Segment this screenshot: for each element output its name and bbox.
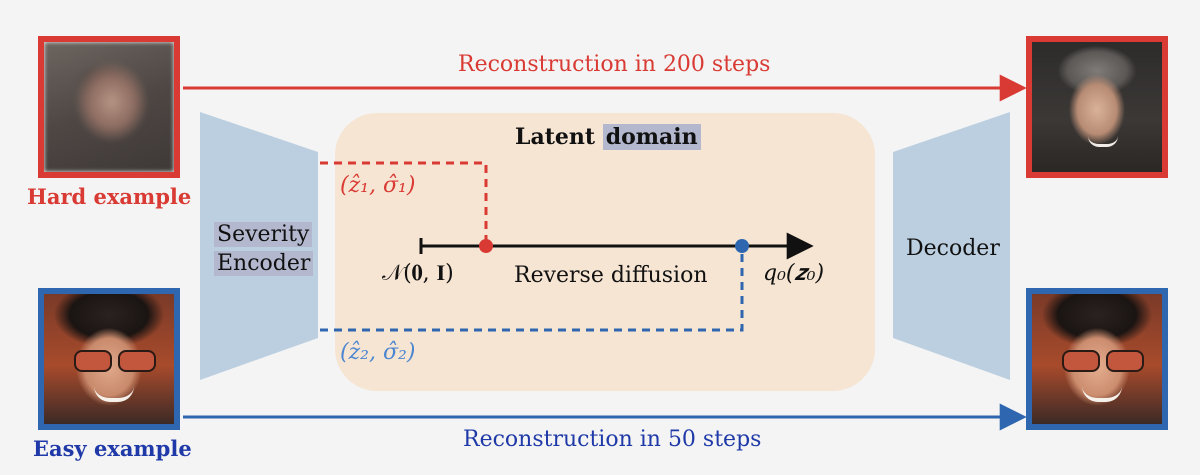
- encoder-label-line2: Encoder: [214, 251, 314, 276]
- top-arrow-label: Reconstruction in 200 steps: [458, 52, 771, 77]
- hard-output-image: [1026, 36, 1168, 178]
- easy-example-label: Easy example: [33, 436, 192, 461]
- bottom-arrow-label: Reconstruction in 50 steps: [463, 427, 762, 452]
- estimate2-dashed-path: [320, 248, 744, 332]
- estimate2-label: (ẑ₂, σ̂₂): [340, 340, 416, 365]
- sunglasses-right-lens: [118, 350, 156, 372]
- blurred-face-icon: [44, 42, 174, 172]
- latent-domain-box: [335, 113, 875, 391]
- hard-example-label: Hard example: [27, 184, 192, 209]
- estimate1-label: (ẑ₁, σ̂₁): [340, 173, 416, 198]
- decoder-label: Decoder: [906, 236, 1000, 261]
- axis-middle-label: Reverse diffusion: [514, 263, 708, 288]
- easy-input-image: [38, 288, 180, 430]
- axis-end-label: q₀(𝒛₀): [763, 261, 825, 286]
- hard-input-image: [38, 36, 180, 178]
- decoder-shape: [893, 112, 1010, 380]
- estimate2-point: [735, 239, 749, 253]
- sunglasses-left-lens: [74, 350, 112, 372]
- axis-start-label: 𝒩(𝟎, 𝐈): [382, 261, 454, 286]
- estimate1-point: [479, 239, 493, 253]
- restored-sunglasses-right-lens: [1106, 350, 1144, 372]
- easy-output-image: [1026, 288, 1168, 430]
- restored-face-icon: [1032, 42, 1162, 172]
- restored-face-smile-2: [1082, 386, 1122, 402]
- restored-face-smile: [1088, 136, 1118, 147]
- latent-domain-title: Latent domain: [515, 124, 701, 150]
- face-smile: [94, 386, 134, 402]
- encoder-label-line1: Severity: [214, 222, 313, 247]
- restored-sunglasses-left-lens: [1062, 350, 1100, 372]
